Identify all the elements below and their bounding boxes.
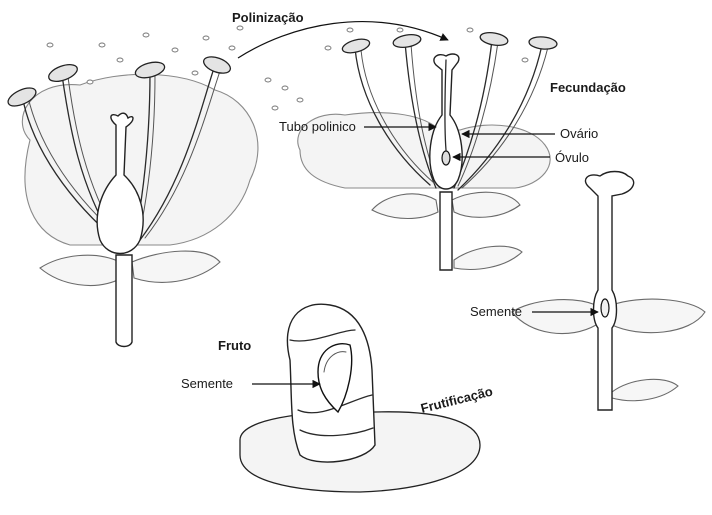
flower-center-leaf-right xyxy=(452,192,520,217)
label-semente-flor: Semente xyxy=(470,304,522,319)
flower-center xyxy=(298,31,558,270)
label-fruto: Fruto xyxy=(218,338,251,353)
label-tubo-polinico: Tubo polinico xyxy=(279,119,356,134)
seed-plant-leaf-right xyxy=(612,299,705,333)
label-frutificacao: Frutificação xyxy=(419,384,494,416)
seed-plant-leaf-left xyxy=(512,300,596,334)
seed-plant-leaf-lower xyxy=(612,379,678,400)
label-ovulo: Óvulo xyxy=(555,150,589,165)
label-fecundacao: Fecundação xyxy=(550,80,626,95)
flower-left-stem xyxy=(116,255,132,347)
flower-left-anther-4 xyxy=(201,54,232,77)
flower-left xyxy=(5,54,257,347)
label-ovario: Ovário xyxy=(560,126,598,141)
label-polinizacao: Polinização xyxy=(232,10,304,25)
label-semente-fruto: Semente xyxy=(181,376,233,391)
flower-left-leaf-right xyxy=(132,251,220,282)
flower-center-leaf-lower xyxy=(454,246,522,269)
seed-plant-stigma xyxy=(585,172,633,411)
flower-left-leaf-left xyxy=(40,255,122,285)
ovule xyxy=(442,151,450,165)
flower-center-leaf-left xyxy=(372,194,438,219)
seed-in-ovary xyxy=(601,299,609,317)
flower-center-stem xyxy=(440,192,452,270)
developing-seed-plant xyxy=(512,172,705,411)
